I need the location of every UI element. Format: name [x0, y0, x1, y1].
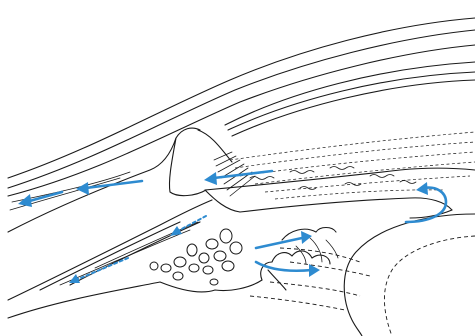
ciliary-process-arrow-head	[301, 231, 312, 244]
ciliary-process-arrow	[256, 238, 302, 248]
trabecular-outflow-arrow-head	[204, 172, 217, 185]
conjunctival-outflow-arrow-right	[86, 181, 142, 188]
trabecular-outflow-arrow	[214, 171, 272, 178]
lens	[344, 214, 475, 336]
conjunctival-outflow-arrow-right-head	[76, 182, 89, 195]
conjunctival-outflow-arrow-left	[26, 192, 62, 202]
pupil-curved-arrow-head	[416, 182, 428, 195]
ciliary-cells	[150, 229, 242, 285]
zonular-arrow	[256, 262, 312, 271]
conjunctiva	[8, 128, 200, 232]
ciliary-processes	[261, 228, 338, 291]
